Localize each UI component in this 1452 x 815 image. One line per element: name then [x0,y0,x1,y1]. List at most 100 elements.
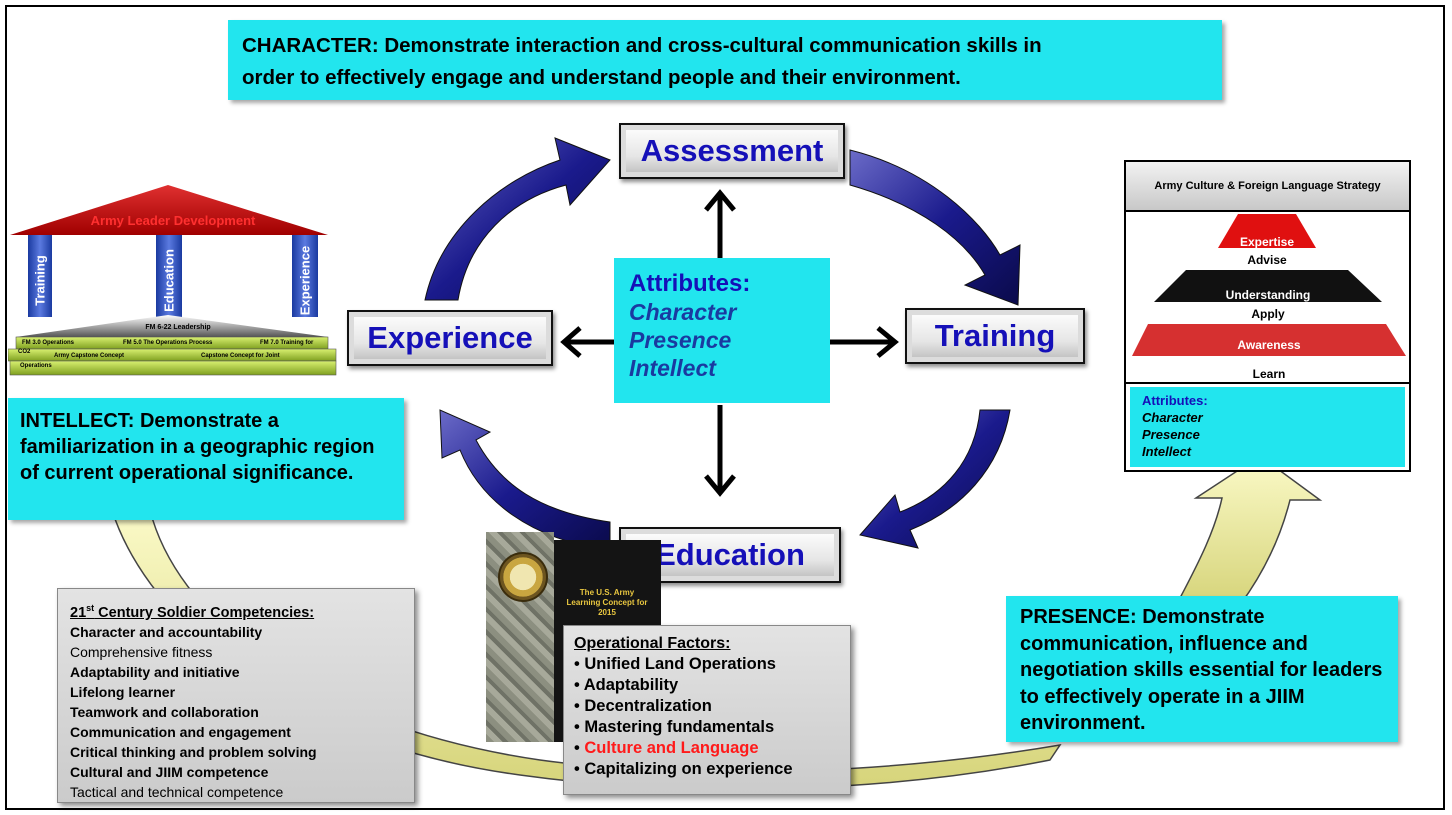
pillar-label-experience: Experience [297,245,313,316]
bullet-icon: • [574,655,585,673]
bullet-icon: • [574,676,584,694]
army-seal-icon [498,552,548,602]
bullet-icon: • [574,718,585,736]
foundation-fm3: FM 3.0 Operations [22,340,75,346]
strategy-tiers-graphic [1132,214,1406,356]
center-attributes-box: Attributes: Character Presence Intellect [614,258,830,403]
competency-item: Critical thinking and problem solving [70,743,317,760]
operational-factor-text: Decentralization [584,697,712,715]
strategy-panel: Army Culture & Foreign Language Strategy… [1124,160,1411,472]
competency-item: Teamwork and collaboration [70,703,259,720]
book-title: The U.S. Army Learning Concept for 2015 [566,588,648,617]
tier-understanding-label: Understanding [1225,288,1311,302]
intellect-text: INTELLECT: Demonstrate a familiarization… [20,410,375,484]
foundation-capstone: Army Capstone Concept [54,353,125,359]
center-attributes-title: Attributes: [629,270,751,297]
curved-arrow-top-right [849,149,1021,306]
strategy-attributes-box: Attributes: Character Presence Intellect [1130,387,1405,467]
operational-factor-text: Mastering fundamentals [584,718,775,736]
strategy-divider [1126,382,1409,384]
pediment-base [16,315,328,337]
competency-item: Comprehensive fitness [70,643,213,660]
character-line-2: order to effectively engage and understa… [242,66,961,89]
strategy-attribute-intellect: Intellect [1142,444,1192,459]
tier-awareness-shape [1132,324,1406,356]
tier-expertise-label: Expertise [1239,235,1295,249]
operational-factor-text: Culture and Language [584,739,759,757]
operational-factors-list: • Unified Land Operations• Adaptability•… [574,654,850,780]
experience-label: Experience [367,320,533,355]
bullet-icon: • [574,739,585,757]
presence-box: PRESENCE: Demonstrate communication, inf… [1006,596,1398,742]
competency-item: Adaptability and initiative [70,663,240,680]
intellect-box: INTELLECT: Demonstrate a familiarization… [8,398,404,520]
bullet-icon: • [574,697,585,715]
foundation-fm7: FM 7.0 Training for [260,340,314,346]
roof-label: Army Leader Development [90,213,256,228]
roof [10,185,328,235]
step-3 [9,360,337,376]
house-graphic [8,185,337,376]
education-label: Education [655,537,805,572]
strategy-header: Army Culture & Foreign Language Strategy [1126,162,1409,212]
character-line-1: CHARACTER: Demonstrate interaction and c… [242,34,1042,57]
pillar-right [292,235,318,317]
tier-understanding-shape [1154,270,1382,302]
tier-expertise-sub: Advise [1247,253,1287,267]
foundation-co2: CO2 [18,349,31,355]
tier-understanding-sub: Apply [1251,307,1285,321]
operational-factor-item: • Capitalizing on experience [574,759,850,780]
operational-factor-text: Adaptability [583,676,679,694]
operational-factor-item: • Adaptability [574,675,850,696]
foundation-top-label: FM 6-22 Leadership [145,324,211,331]
competencies-title: 21st Century Soldier Competencies: [70,599,414,622]
training-node: Training [905,308,1085,364]
assessment-label: Assessment [640,133,824,168]
competency-item: Cultural and JIIM competence [70,763,269,780]
competencies-title-sup: st [86,603,95,613]
competencies-title-pre: 21 [70,604,87,621]
foundation-capstone-joint: Capstone Concept for Joint [201,353,280,359]
center-attribute-presence: Presence [629,327,732,353]
operational-factor-text: Unified Land Operations [584,655,776,673]
leader-development-house: Army Leader Development Training Educati… [8,183,340,383]
tier-expertise-shape [1218,214,1316,248]
operational-factors-title: Operational Factors: [574,635,731,652]
strategy-attribute-presence: Presence [1142,427,1200,442]
operational-factor-item: • Culture and Language [574,738,850,759]
center-attribute-character: Character [629,299,737,325]
education-node: Education [619,527,841,583]
foundation-fm5: FM 5.0 The Operations Process [123,340,213,346]
strategy-header-label: Army Culture & Foreign Language Strategy [1154,180,1381,192]
bullet-icon: • [574,760,585,778]
strategy-attribute-character: Character [1142,410,1203,425]
curved-arrow-bottom-right [859,409,1011,549]
operational-factor-text: Capitalizing on experience [584,760,793,778]
competency-item: Character and accountability [70,623,263,640]
operational-factors-box: Operational Factors: • Unified Land Oper… [563,625,851,795]
pillar-left [28,235,52,317]
curved-arrow-bottom-left [439,409,611,551]
curved-arrow-top-left [424,137,611,301]
yellow-up-arrow [1178,455,1323,606]
presence-text: PRESENCE: Demonstrate communication, inf… [1020,606,1383,734]
center-arrows [560,189,899,497]
experience-node: Experience [347,310,553,366]
competencies-box: 21st Century Soldier Competencies: Chara… [57,588,415,803]
tier-awareness-sub: Learn [1252,367,1286,381]
foundation-operations: Operations [20,363,52,369]
competency-item: Lifelong learner [70,683,176,700]
character-box: CHARACTER: Demonstrate interaction and c… [228,20,1222,100]
training-label: Training [934,318,1056,353]
tier-awareness-label: Awareness [1237,338,1301,352]
strategy-attributes-title: Attributes: [1142,393,1208,408]
assessment-node: Assessment [619,123,845,179]
competency-item: Communication and engagement [70,723,291,740]
center-attribute-intellect: Intellect [629,355,716,381]
operational-factor-item: • Unified Land Operations [574,654,850,675]
operational-factor-item: • Decentralization [574,696,850,717]
competencies-title-post: Century Soldier Competencies: [94,604,315,621]
pillar-label-training: Training [32,255,48,306]
pillar-label-education: Education [161,249,177,312]
